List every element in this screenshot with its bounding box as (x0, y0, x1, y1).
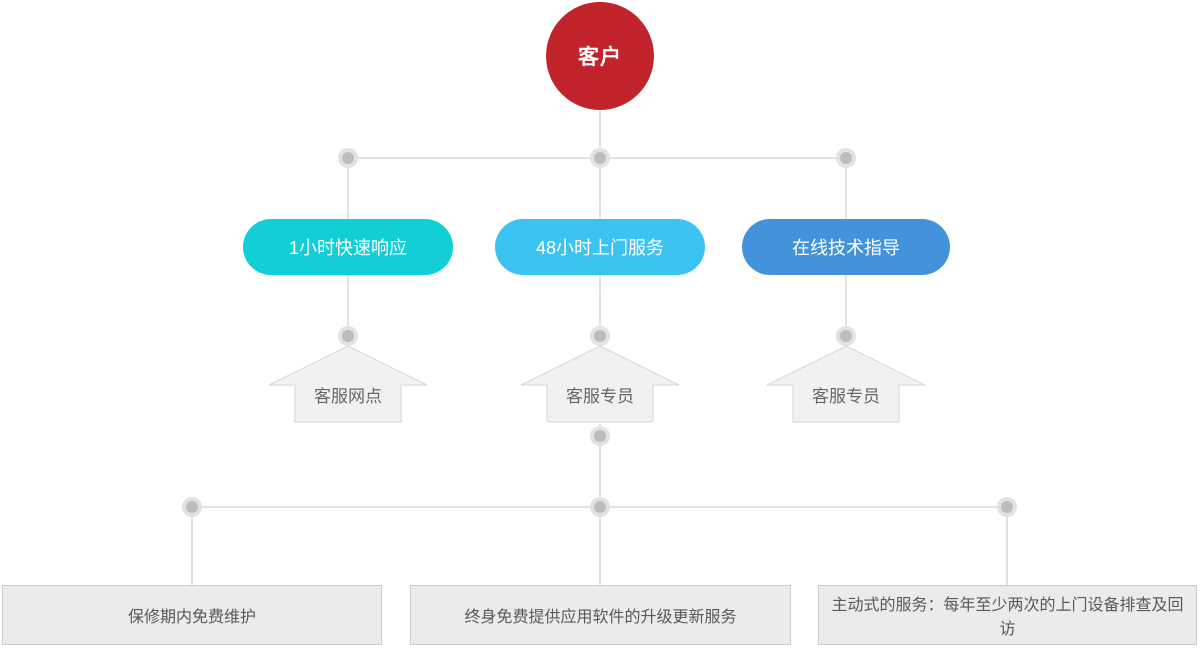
junction-dot (590, 497, 610, 517)
house-node-label-service-agent-1: 客服专员 (525, 380, 675, 408)
service-box-free-maintenance: 保修期内免费维护 (2, 585, 382, 645)
junction-dot (997, 497, 1017, 517)
house-shapes (268, 345, 926, 423)
house-label-text: 客服网点 (314, 386, 382, 406)
house-shape-1 (268, 345, 428, 423)
house-shape-3 (766, 345, 926, 423)
house-node-label-service-outlet: 客服网点 (273, 380, 423, 408)
junction-dot (338, 326, 358, 346)
pill-node-label: 1小时快速响应 (288, 238, 407, 258)
service-box-text: 终身免费提供应用软件的升级更新服务 (464, 609, 737, 626)
root-node-label: 客户 (578, 46, 622, 69)
junction-dots (182, 148, 1017, 517)
service-box-text: 主动式的服务：每年至少两次的上门设备排查及回访 (831, 597, 1184, 638)
junction-dot (836, 326, 856, 346)
pill-node-quick-response: 1小时快速响应 (243, 219, 453, 275)
pill-node-online-guidance: 在线技术指导 (742, 219, 950, 275)
service-box-proactive-visits: 主动式的服务：每年至少两次的上门设备排查及回访 (818, 585, 1197, 645)
pill-node-onsite-service: 48小时上门服务 (495, 219, 705, 275)
house-label-text: 客服专员 (812, 386, 880, 406)
junction-dot (182, 497, 202, 517)
junction-dot (338, 148, 358, 168)
service-box-software-upgrade: 终身免费提供应用软件的升级更新服务 (410, 585, 791, 645)
junction-dot (590, 148, 610, 168)
junction-dot (590, 326, 610, 346)
pill-node-label: 48小时上门服务 (535, 238, 665, 258)
junction-dot (590, 426, 610, 446)
junction-dot (836, 148, 856, 168)
house-shape-2 (520, 345, 680, 423)
house-label-text: 客服专员 (566, 386, 634, 406)
house-node-label-service-agent-2: 客服专员 (771, 380, 921, 408)
service-box-text: 保修期内免费维护 (127, 609, 256, 626)
pill-node-label: 在线技术指导 (792, 238, 900, 258)
root-node-customer: 客户 (546, 2, 654, 110)
